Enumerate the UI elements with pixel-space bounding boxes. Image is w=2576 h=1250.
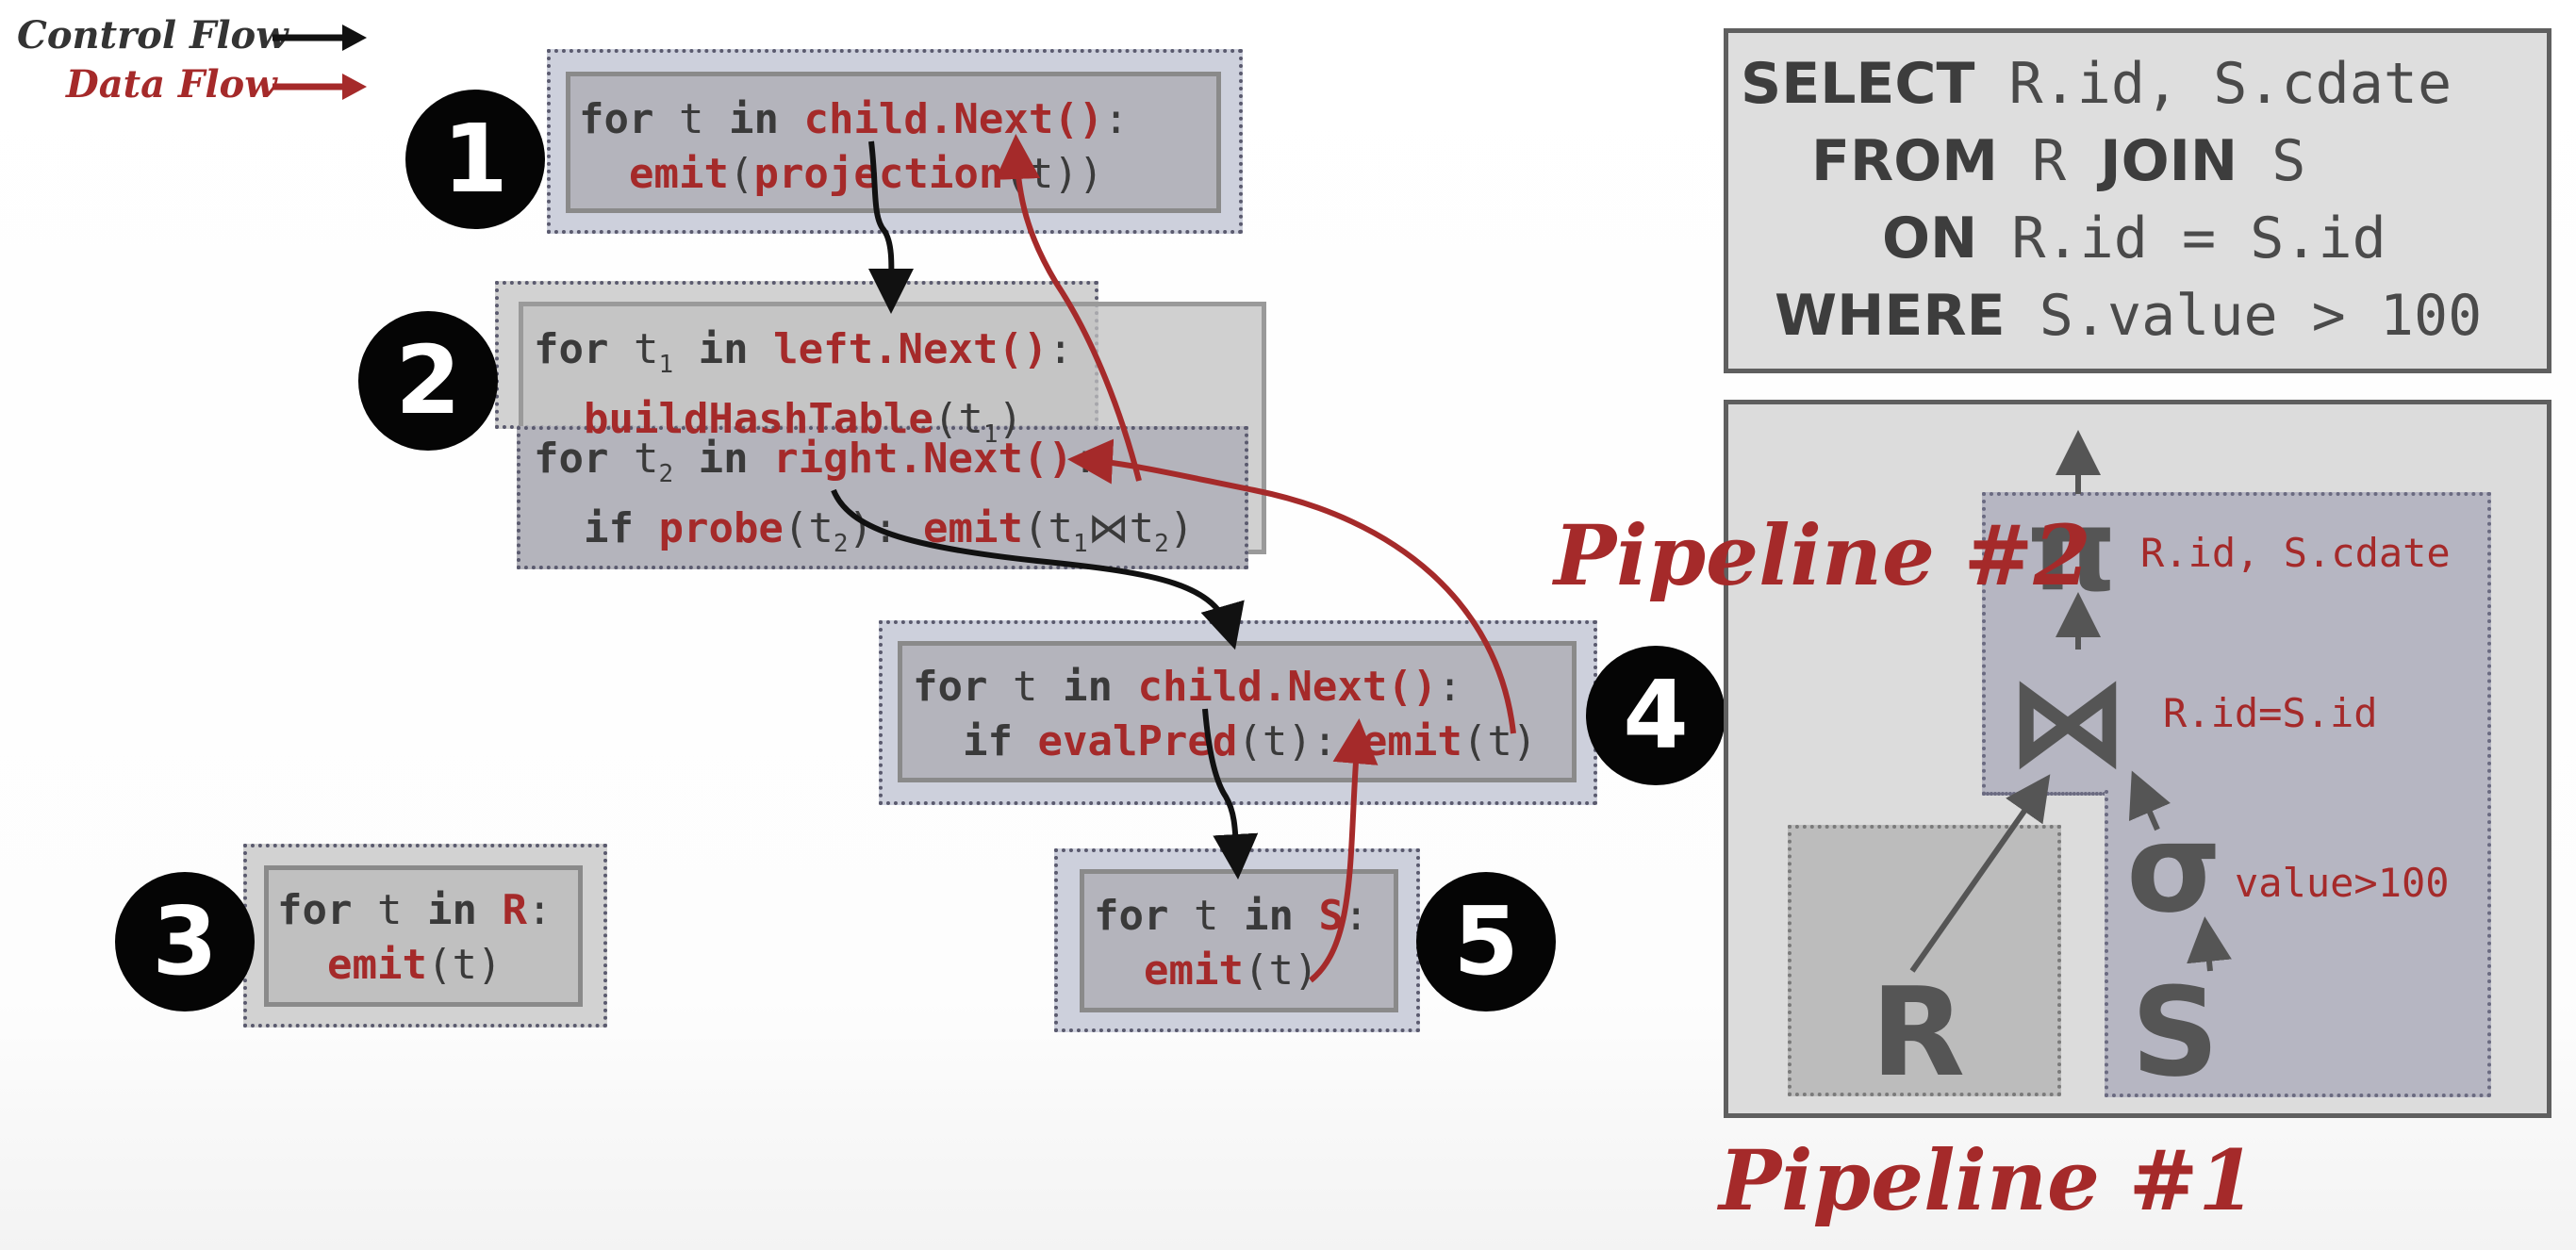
projection-label: R.id, S.cdate xyxy=(2140,530,2451,576)
operator-3-box xyxy=(264,865,583,1007)
control-arrow-1-to-2 xyxy=(868,140,915,314)
legend-arrows xyxy=(272,25,367,100)
data-arrow-2-to-1 xyxy=(995,134,1142,482)
step-badge-5: 5 xyxy=(1416,872,1556,1012)
control-flow-label: Control Flow xyxy=(17,13,289,58)
relation-s: S xyxy=(2131,961,2220,1104)
sql-line-on: ON R.id = S.id xyxy=(1882,206,2386,271)
pipeline-1-label: Pipeline #1 xyxy=(1719,1131,2256,1229)
join-symbol: ⋈ xyxy=(2006,650,2129,793)
data-arrow-4-to-2 xyxy=(1067,438,1516,734)
pipeline-1-region xyxy=(1788,825,2061,1096)
data-arrow-5-to-4 xyxy=(1309,718,1379,983)
plan-arrows xyxy=(1909,430,2232,973)
join-label: R.id=S.id xyxy=(2163,690,2378,736)
pipeline-2-label: Pipeline #2 xyxy=(1554,506,2091,604)
step-badge-3: 3 xyxy=(115,872,255,1012)
operator-4-code: for t in child.Next(): if evalPred(t): e… xyxy=(913,663,1538,765)
selection-symbol: σ xyxy=(2126,797,2222,940)
operator-2-probe-frame xyxy=(517,426,1248,569)
operator-3-code: for t in R: emit(t) xyxy=(277,886,553,989)
selection-label: value>100 xyxy=(2235,860,2450,906)
control-arrow-4-to-5 xyxy=(1202,708,1259,880)
operator-1-box xyxy=(566,72,1221,213)
step-badge-2: 2 xyxy=(358,311,498,451)
projection-symbol: π xyxy=(2027,485,2117,617)
pipeline-2-region-bottom xyxy=(2105,790,2491,1097)
step-badge-4: 4 xyxy=(1586,646,1726,785)
relation-r: R xyxy=(1871,961,1966,1104)
sql-query-box xyxy=(1724,28,2551,373)
control-arrow-2-to-4 xyxy=(831,488,1245,650)
step-badge-1: 1 xyxy=(405,90,545,229)
sql-line-select: SELECT R.id, S.cdate xyxy=(1741,51,2452,117)
sql-line-where: WHERE S.value > 100 xyxy=(1775,283,2483,349)
pipeline-2-region-top xyxy=(1982,492,2491,796)
operator-1-code: for t in child.Next(): emit(projection(t… xyxy=(579,95,1129,198)
operator-2-build-code: for t1 in left.Next(): buildHashTable(t1… xyxy=(534,325,1074,449)
data-flow-label: Data Flow xyxy=(66,62,277,107)
sql-line-from: FROM R JOIN S xyxy=(1811,128,2306,194)
